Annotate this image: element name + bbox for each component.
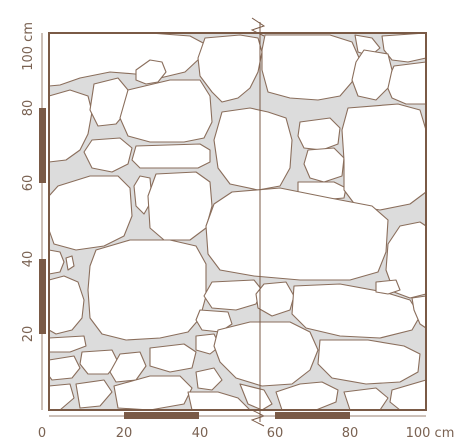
stone <box>411 295 427 329</box>
stone <box>195 367 223 391</box>
stone <box>341 103 427 211</box>
wall-frame <box>48 32 427 411</box>
stones <box>48 32 427 411</box>
stone <box>343 387 389 411</box>
stone <box>48 275 85 335</box>
stone <box>213 321 319 387</box>
x-scale-bar-20-40 <box>124 412 199 419</box>
y-tick-label: 20 <box>21 326 36 343</box>
x-tick-label: 100 cm <box>406 426 455 441</box>
stone <box>203 279 263 311</box>
break-mark-bottom <box>250 409 266 427</box>
x-tick-label: 40 <box>192 426 209 441</box>
stone <box>291 283 421 339</box>
stone <box>131 143 211 169</box>
stone <box>135 59 167 85</box>
stone <box>261 34 361 101</box>
y-tick-label: 40 <box>21 251 36 268</box>
y-scale-bar-60-80 <box>39 108 46 183</box>
y-scale-bar-20-40 <box>39 259 46 334</box>
y-tick-label: 100 cm <box>21 22 36 71</box>
stone <box>385 221 427 299</box>
stone <box>75 379 113 409</box>
x-tick-label: 60 <box>267 426 284 441</box>
stone <box>255 281 295 317</box>
stone <box>83 137 133 173</box>
stone <box>147 171 213 241</box>
stone <box>48 89 93 163</box>
x-tick-label: 80 <box>342 426 359 441</box>
x-tick-label: 0 <box>38 426 46 441</box>
stone <box>133 175 153 215</box>
stone <box>197 34 263 103</box>
stone <box>317 339 421 385</box>
stone <box>65 255 75 271</box>
stone <box>79 349 119 375</box>
stone <box>113 375 193 411</box>
stone <box>351 49 393 101</box>
x-scale-bar-60-80 <box>275 412 350 419</box>
stone <box>149 343 197 373</box>
stone <box>187 391 251 411</box>
y-tick-label: 60 <box>21 175 36 192</box>
stone <box>87 239 207 341</box>
stone <box>303 147 345 183</box>
stone <box>297 117 341 151</box>
stone <box>119 79 213 143</box>
y-tick-label: 80 <box>21 100 36 117</box>
stone <box>205 187 389 281</box>
stone <box>375 279 401 295</box>
stone <box>213 107 293 191</box>
x-tick-label: 20 <box>116 426 133 441</box>
